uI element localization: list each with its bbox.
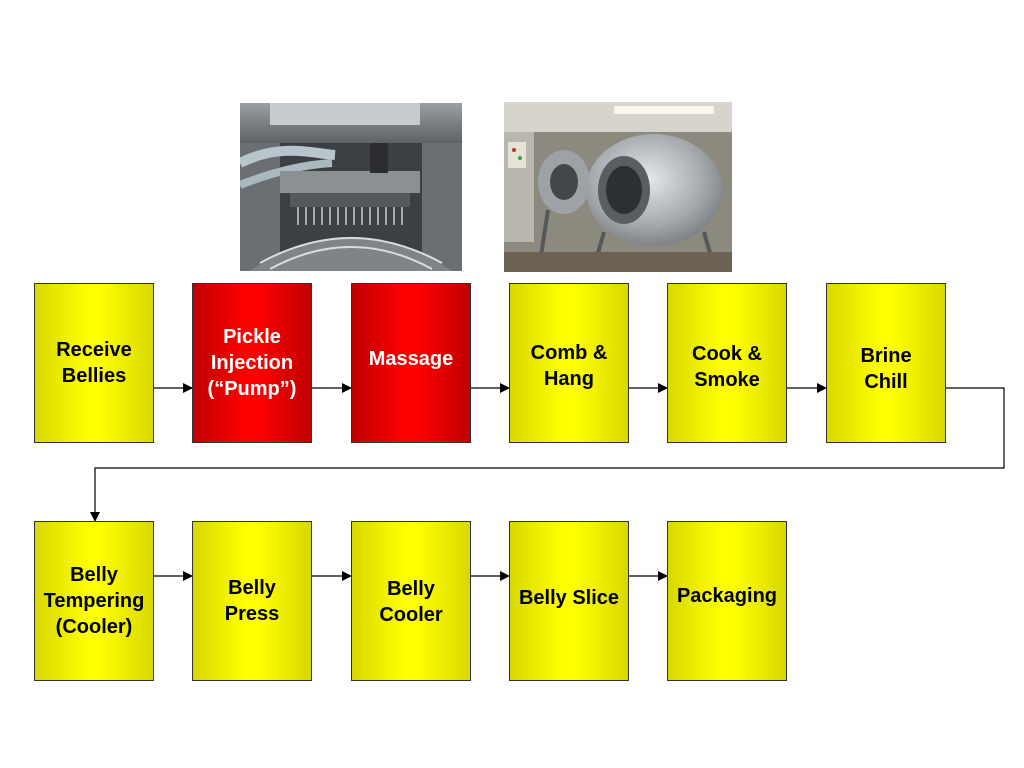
step-comb-and-hang: Comb & Hang [509,283,629,443]
step-brine-chill: Brine Chill [826,283,946,443]
step-massage: Massage [351,283,471,443]
step-label: Packaging [676,585,778,607]
step-label: Massage [368,348,454,370]
step-belly-tempering: Belly Tempering (Cooler) [34,521,154,681]
step-packaging: Packaging [667,521,787,681]
step-label: Belly Press [224,577,280,625]
step-label: Belly Tempering (Cooler) [43,564,145,638]
injector-machine-photo [240,103,462,271]
step-label: Pickle Injection (“Pump”) [207,326,297,400]
step-label: Receive Bellies [56,339,132,387]
step-pickle-injection: Pickle Injection (“Pump”) [192,283,312,443]
step-belly-slice: Belly Slice [509,521,629,681]
step-label: Belly Cooler [379,578,443,626]
step-cook-and-smoke: Cook & Smoke [667,283,787,443]
step-belly-cooler: Belly Cooler [351,521,471,681]
step-label: Comb & Hang [530,342,608,390]
tumbler-photo [504,102,732,272]
wrap-connector-arrow [90,387,1005,522]
step-receive-bellies: Receive Bellies [34,283,154,443]
step-label: Brine Chill [860,345,912,393]
step-label: Belly Slice [518,587,620,609]
step-belly-press: Belly Press [192,521,312,681]
step-label: Cook & Smoke [692,343,762,391]
